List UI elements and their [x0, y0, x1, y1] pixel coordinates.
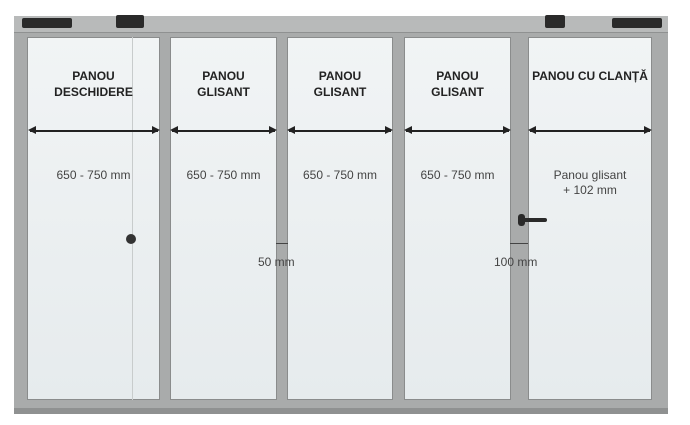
- width-arrow: [287, 127, 393, 133]
- lock-unit-right: [545, 15, 565, 28]
- panel-title: PANOU CU CLANȚĂ: [528, 68, 652, 84]
- panel-sliding-2: [287, 37, 393, 400]
- panel-handle: [528, 37, 652, 400]
- top-rail: [14, 16, 668, 33]
- door-handle-lever: [523, 218, 547, 222]
- panel-title-line: GLISANT: [431, 85, 484, 99]
- profile-dimension-line: [510, 243, 528, 244]
- panel-width: 650 - 750 mm: [186, 168, 261, 182]
- motor-unit: [22, 18, 72, 28]
- width-arrow: [170, 127, 277, 133]
- panel-title: PANOU GLISANT: [287, 68, 393, 100]
- panel-title-line: PANOU: [202, 69, 245, 83]
- lock-unit: [116, 15, 144, 28]
- panel-title: PANOU GLISANT: [404, 68, 511, 100]
- panel-sliding-3: [404, 37, 511, 400]
- motor-unit-right: [612, 18, 662, 28]
- panel-opening: [27, 37, 160, 400]
- panel-sliding-1: [170, 37, 277, 400]
- panel-title-line: PANOU CU CLANȚĂ: [532, 69, 648, 83]
- panel-title-line: PANOU: [436, 69, 479, 83]
- panel-title: PANOU GLISANT: [170, 68, 277, 100]
- lock-knob-icon: [126, 234, 136, 244]
- door-handle-icon: [518, 214, 525, 226]
- panel-title-line: GLISANT: [313, 85, 367, 99]
- gap-dimension-line: [276, 243, 288, 244]
- profile-label: 100 mm: [494, 255, 538, 269]
- panel-title: PANOU DESCHIDERE: [27, 68, 160, 100]
- width-arrow: [28, 127, 160, 133]
- panel-title-line: PANOU: [72, 69, 115, 83]
- width-arrow: [404, 127, 511, 133]
- panel-joint-line: [132, 37, 133, 400]
- width-arrow: [528, 127, 652, 133]
- bottom-rail: [14, 408, 668, 414]
- panel-title-line: PANOU: [318, 69, 362, 83]
- panel-width-line: + 102 mm: [563, 183, 617, 197]
- gap-label: 50 mm: [258, 255, 295, 269]
- panel-width: 650 - 750 mm: [56, 168, 131, 182]
- panel-title-line: GLISANT: [197, 85, 250, 99]
- panel-width: 650 - 750 mm: [302, 168, 378, 182]
- panel-width-line: Panou glisant: [553, 168, 627, 182]
- panel-width: 650 - 750 mm: [420, 168, 495, 182]
- panel-title-line: DESCHIDERE: [54, 85, 133, 99]
- panel-width: Panou glisant+ 102 mm: [528, 168, 652, 198]
